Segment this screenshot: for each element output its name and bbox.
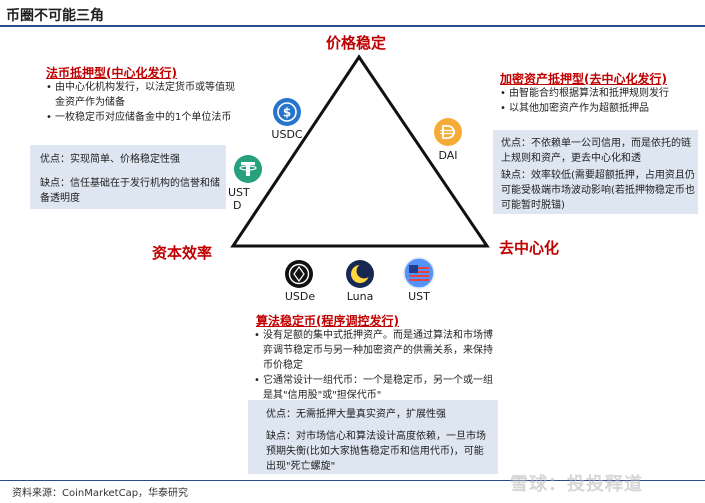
label-price-stability: 价格稳定	[326, 34, 387, 52]
algorithmic-heading: 算法稳定币(程序调控发行)	[256, 314, 399, 328]
dai-icon	[434, 118, 462, 146]
crypto-cons: 缺点：效率较低(需要超额抵押，占用资且仍可能受极端市场波动影响(若抵押物稳定币也…	[501, 170, 695, 211]
label-decentralization: 去中心化	[499, 239, 560, 257]
crypto-pros: 优点：不依赖单一公司信用，而是依托的链上规则和资产，更去中心化和透	[501, 138, 691, 164]
fiat-pros-cons-box: 优点：实现简单、价格稳定性强 缺点：信任基础在于发行机构的信誉和储备透明度	[30, 145, 226, 209]
algo-bullet-2: 它通常设计一组代币：一个是稳定币，另一个或一组是其"信用股"或"担保代币"	[254, 373, 500, 403]
usde-icon	[285, 260, 313, 288]
algo-pros-cons-box: 优点：无需抵押大量真实资产，扩展性强 缺点：对市场信心和算法设计高度依赖，一旦市…	[248, 400, 498, 474]
algo-bullet-1: 没有足额的集中式抵押资产。而是通过算法和市场博弈调节稳定币与另一种加密资产的供需…	[254, 328, 500, 373]
crypto-bullet-2: 以其他加密资产作为超额抵押品	[500, 101, 700, 116]
crypto-backed-bullets: 由智能合约根据算法和抵押规则发行 以其他加密资产作为超额抵押品	[500, 86, 700, 116]
luna-label: Luna	[346, 290, 374, 303]
label-capital-efficiency: 资本效率	[152, 244, 213, 262]
usdc-icon: $	[273, 98, 301, 126]
algo-pros: 优点：无需抵押大量真实资产，扩展性强	[266, 409, 446, 420]
dai-label: DAI	[438, 149, 458, 162]
title-divider	[0, 25, 705, 27]
crypto-backed-heading: 加密资产抵押型(去中心化发行)	[500, 72, 667, 86]
footer-divider	[0, 480, 705, 481]
source-note: 资料来源：CoinMarketCap，华泰研究	[12, 488, 189, 499]
usdc-label: USDC	[271, 128, 303, 141]
ust-icon	[403, 257, 435, 289]
usdt-label-line2: D	[233, 199, 242, 212]
svg-text:$: $	[283, 106, 291, 120]
fiat-bullet-2: 一枚稳定币对应储备金中的1个单位法币	[46, 110, 242, 125]
usdt-label-line1: UST	[228, 186, 250, 199]
page-title: 币圈不可能三角	[6, 8, 104, 24]
fiat-cons: 缺点：信任基础在于发行机构的信誉和储备透明度	[40, 178, 220, 204]
fiat-pros: 优点：实现简单、价格稳定性强	[40, 154, 180, 165]
fiat-bullet-1: 由中心化机构发行，以法定货币或等值现金资产作为储备	[46, 80, 242, 110]
usdt-icon	[234, 155, 262, 183]
watermark: 雪球：投投释道	[510, 474, 643, 495]
algo-cons: 缺点：对市场信心和算法设计高度依赖，一旦市场预期失衡(比如大家抛售稳定币和信用代…	[266, 431, 486, 472]
luna-icon	[346, 260, 374, 288]
crypto-pros-cons-box: 优点：不依赖单一公司信用，而是依托的链上规则和资产，更去中心化和透 缺点：效率较…	[493, 130, 698, 214]
fiat-backed-heading: 法币抵押型(中心化发行)	[46, 66, 177, 80]
crypto-bullet-1: 由智能合约根据算法和抵押规则发行	[500, 86, 700, 101]
algorithmic-bullets: 没有足额的集中式抵押资产。而是通过算法和市场博弈调节稳定币与另一种加密资产的供需…	[254, 328, 500, 403]
triangle-shape	[230, 54, 490, 248]
fiat-backed-bullets: 由中心化机构发行，以法定货币或等值现金资产作为储备 一枚稳定币对应储备金中的1个…	[46, 80, 242, 125]
usde-label: USDe	[284, 290, 316, 303]
ust-label: UST	[408, 290, 430, 303]
